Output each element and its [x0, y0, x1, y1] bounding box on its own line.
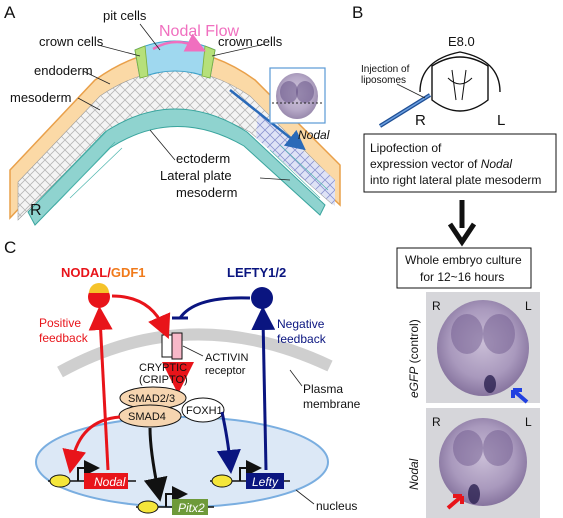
lefty-label: LEFTY1/2 [227, 265, 286, 280]
activin-label-1: ACTIVIN [205, 352, 248, 364]
embryo-right-label: R [415, 112, 426, 129]
pitx2-gene-label: Pitx2 [178, 501, 205, 515]
lefty-gene-label: Lefty [252, 475, 279, 489]
lateral-plate-label-2: mesoderm [176, 185, 237, 200]
plasma-membrane-label-1: Plasma [303, 382, 343, 396]
culture-line1: Whole embryo culture [405, 253, 522, 267]
nucleus-ellipse [35, 416, 329, 508]
negative-feedback-2: feedback [277, 332, 327, 346]
inset-embryo-image [269, 67, 326, 124]
nodal-label-a: Nodal [298, 128, 330, 142]
nucleus-label: nucleus [316, 499, 357, 513]
photo1-l-label: L [525, 299, 532, 313]
lipofection-line2: expression vector of Nodal [370, 157, 512, 171]
nodal-gene-label: Nodal [94, 475, 126, 489]
down-arrow [447, 222, 477, 247]
panel-b-label: B [352, 3, 363, 22]
photo2-r-label: R [432, 415, 441, 429]
embryo-e8-outline [378, 51, 501, 128]
plasma-membrane [57, 328, 333, 378]
injection-label-2: liposomes [361, 75, 406, 86]
cryptic-label-2: (CRIPTO) [139, 374, 188, 386]
foxh1-label: FOXH1 [186, 405, 223, 417]
crown-cells-right-label: crown cells [218, 34, 283, 49]
crown-cells-left-label: crown cells [39, 34, 104, 49]
nodal-embryo-photo [426, 408, 540, 518]
embryo-left-label: L [497, 112, 505, 129]
endoderm-label: endoderm [34, 63, 93, 78]
lipofection-line3: into right lateral plate mesoderm [370, 173, 541, 187]
injection-label-1: Injection of [361, 64, 410, 75]
culture-box [396, 247, 532, 289]
stage-label: E8.0 [448, 34, 475, 49]
plasma-membrane-label-2: membrane [303, 397, 361, 411]
panel-c-label: C [4, 238, 16, 257]
photo1-side-label: eGFP (control) [407, 319, 421, 398]
activin-label-2: receptor [205, 365, 246, 377]
photo2-l-label: L [525, 415, 532, 429]
negative-feedback-1: Negative [277, 317, 325, 331]
cryptic-label-1: CRYPTIC [139, 362, 187, 374]
lefty-gene [210, 460, 290, 489]
photo2-side-label: Nodal [407, 458, 421, 490]
foxh1-oval [181, 397, 225, 423]
pit-cells-label: pit cells [103, 8, 147, 23]
pitx2-gene [136, 486, 214, 515]
mesoderm-label: mesoderm [10, 90, 71, 105]
positive-feedback-1: Positive [39, 316, 81, 330]
lipofection-line1: Lipofection of [370, 141, 442, 155]
ectoderm-label: ectoderm [176, 151, 230, 166]
nodal-gdf1-label: NODAL/GDF1 [61, 265, 146, 280]
culture-line2: for 12~16 hours [420, 270, 504, 284]
nodal-gene [48, 460, 136, 489]
egfp-control-embryo-photo [426, 292, 540, 404]
lateral-plate-label-1: Lateral plate [160, 168, 232, 183]
positive-feedback-2: feedback [39, 331, 89, 345]
smad4-label: SMAD4 [128, 411, 166, 423]
lefty-ligand [251, 287, 273, 309]
photo1-r-label: R [432, 299, 441, 313]
nodal-flow-label: Nodal Flow [159, 23, 239, 40]
panel-a-label: A [4, 3, 16, 22]
smad23-label: SMAD2/3 [128, 393, 175, 405]
activin-receptor [161, 332, 183, 360]
right-side-label-a: R [30, 202, 42, 219]
lipofection-box [363, 133, 557, 193]
